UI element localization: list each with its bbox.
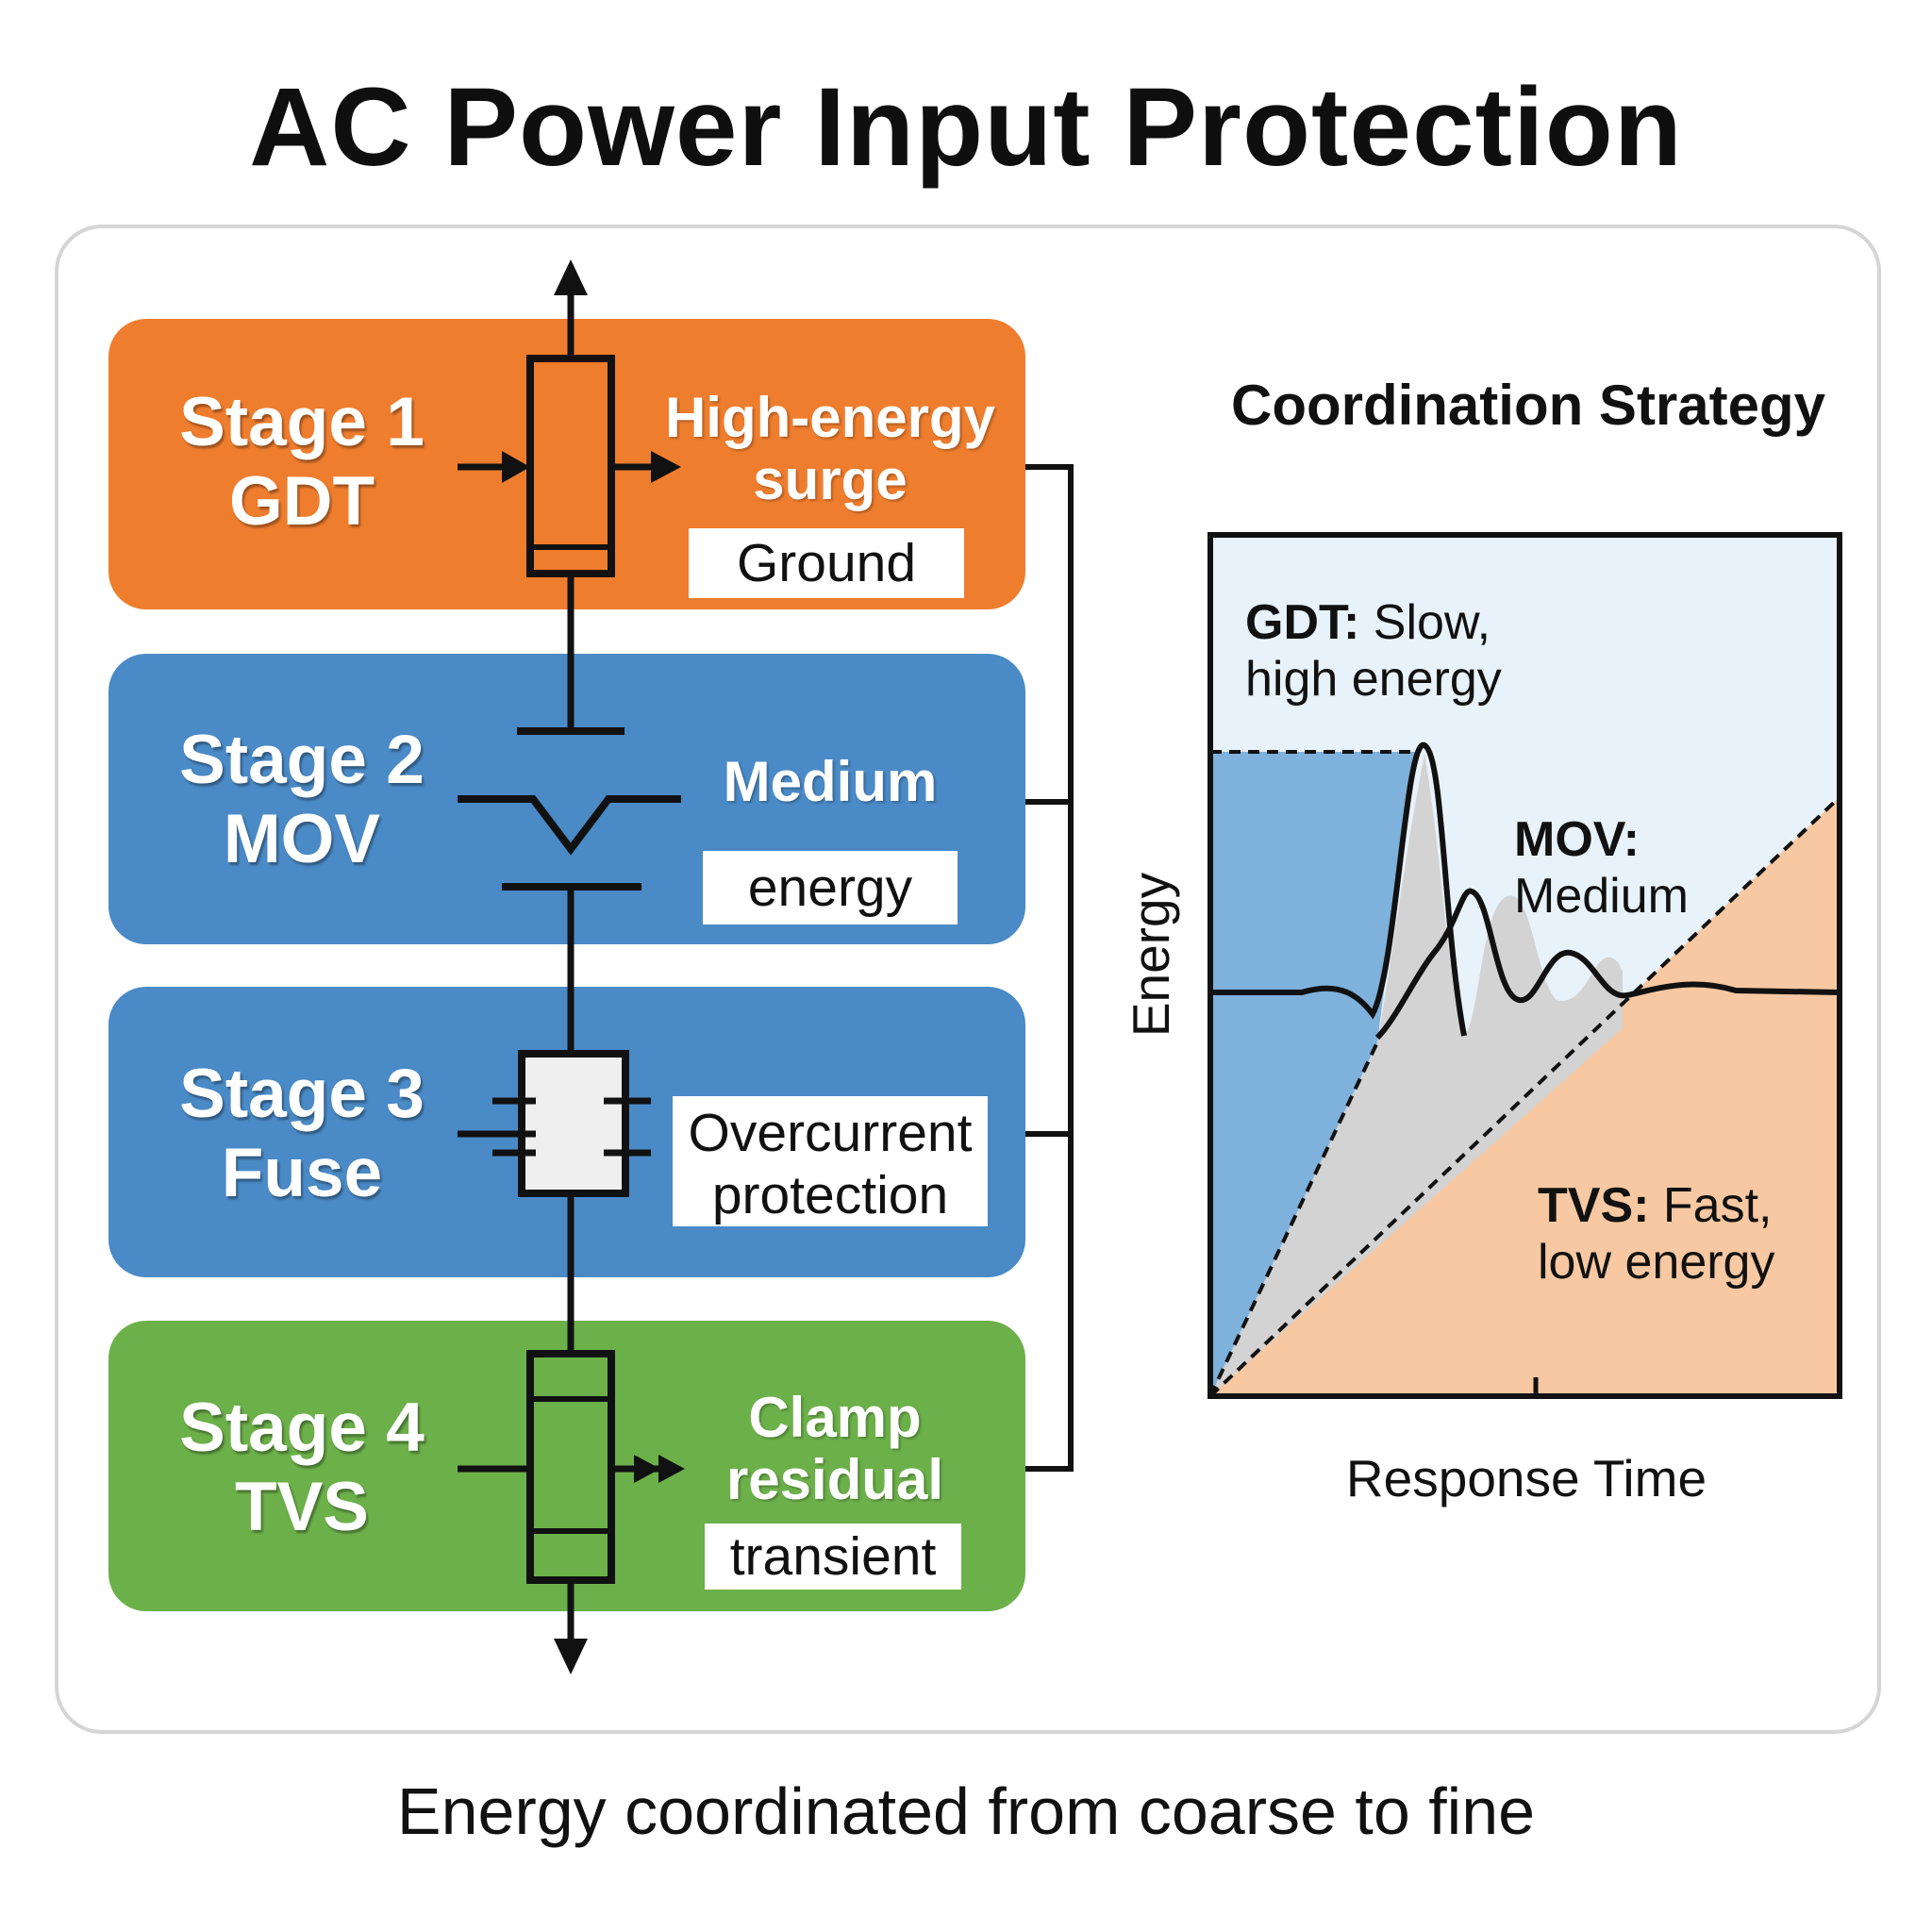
stage-4-label: Stage 4 TVS	[108, 1389, 495, 1547]
tvs-annotation-line-1: Fast,	[1662, 1178, 1773, 1233]
gdt-annotation-line-1: Slow,	[1373, 595, 1491, 650]
x-axis-label: Response Time	[1345, 1449, 1707, 1507]
tvs-annotation-line-2: low energy	[1538, 1235, 1775, 1290]
stage-2-energy-box: energy	[703, 851, 958, 924]
mov-waveform-curve	[1374, 888, 1840, 1041]
stage-3-device: Fuse	[221, 1135, 383, 1211]
stage-2-box-text: energy	[747, 858, 913, 918]
gdt-annotation: GDT: Slow, high energy	[1245, 594, 1502, 708]
stage-3-label: Stage 3 Fuse	[108, 1055, 495, 1213]
stage-4-description: Clamp residual	[660, 1387, 1009, 1511]
stage-1-ground-box: Ground	[689, 528, 964, 598]
footer-caption: Energy coordinated from coarse to fine	[396, 1774, 1536, 1848]
gdt-symbol-icon	[458, 355, 681, 577]
gdt-waveform-curve	[1210, 742, 1467, 1037]
gdt-region	[1210, 752, 1415, 1396]
tvs-boundary-line	[1208, 795, 1841, 1398]
stage-3-number: Stage 3	[179, 1056, 425, 1132]
mov-symbol-icon	[458, 727, 681, 891]
stage-1-number: Stage 1	[179, 384, 425, 460]
chart-frame	[1208, 532, 1842, 1399]
stage-4-desc-line-2: residual	[725, 1448, 944, 1511]
stage-4-transient-box: transient	[705, 1524, 961, 1590]
stage-3-box-line-1: Overcurrent	[688, 1103, 973, 1163]
tvs-annotation-name: TVS:	[1538, 1178, 1650, 1233]
top-arrow-icon	[554, 259, 588, 358]
stage-4-desc-line-1: Clamp	[748, 1386, 922, 1449]
bottom-arrow-icon	[554, 1580, 588, 1674]
mov-annotation: MOV: Medium	[1514, 811, 1689, 924]
stage-3-protection-box: Overcurrent protection	[673, 1096, 988, 1226]
tvs-symbol-icon	[458, 1350, 685, 1584]
stage-1-device: GDT	[228, 463, 375, 540]
stage-1-desc-line-1: High-energy	[664, 386, 996, 449]
y-axis-label: Energy	[1122, 872, 1180, 1038]
stage-2-number: Stage 2	[179, 722, 425, 798]
stage-1-desc-line-2: surge	[753, 448, 908, 511]
stage-3-box-line-2: protection	[711, 1165, 949, 1225]
stage-2-description: Medium	[660, 751, 1000, 813]
stage-2-desc-line-1: Medium	[723, 750, 938, 813]
panel-title: Coordination Strategy	[1230, 374, 1826, 437]
page-title: AC Power Input Protection	[249, 65, 1683, 190]
stage-2-label: Stage 2 MOV	[108, 721, 495, 879]
stage-bracket	[1025, 464, 1074, 1472]
mov-annotation-name: MOV:	[1514, 812, 1640, 867]
stage-1-description: High-energy surge	[651, 387, 1009, 511]
stage-4-device: TVS	[235, 1469, 369, 1545]
stage-1-label: Stage 1 GDT	[108, 383, 495, 541]
mov-region	[1210, 755, 1623, 1396]
mov-annotation-line-1: Medium	[1514, 869, 1689, 924]
gdt-annotation-name: GDT:	[1245, 595, 1360, 650]
coordination-chart	[1208, 532, 1842, 1399]
fuse-symbol-icon	[458, 1050, 651, 1197]
gdt-annotation-line-2: high energy	[1245, 652, 1502, 707]
stage-1-box-text: Ground	[736, 533, 917, 593]
gdt-boundary-line	[1208, 1041, 1379, 1397]
stage-4-number: Stage 4	[179, 1390, 425, 1466]
stage-2-device: MOV	[223, 801, 381, 877]
stage-4-box-text: transient	[729, 1526, 937, 1587]
tvs-annotation: TVS: Fast, low energy	[1538, 1177, 1774, 1291]
